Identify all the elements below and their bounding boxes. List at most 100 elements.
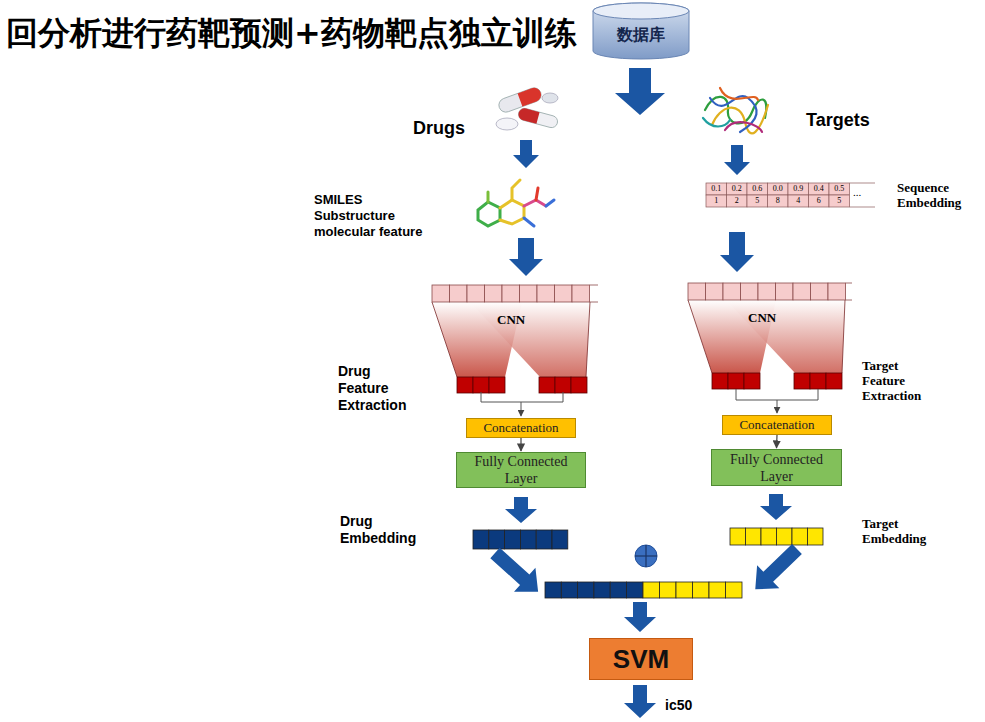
input-cell: [741, 283, 759, 300]
vector-cell: [643, 582, 660, 598]
block-arrow: [505, 497, 537, 523]
output-label: ic50: [665, 697, 692, 713]
sequence-cell: [768, 195, 789, 207]
node-label: 数据库: [617, 25, 665, 46]
database-cylinder: 数据库: [592, 2, 690, 60]
feature-cell: [555, 377, 571, 393]
vector-cell: [676, 582, 693, 598]
input-strip-edge: [590, 285, 599, 302]
sequence-value: 0.0: [768, 184, 789, 194]
target-cnn: [688, 283, 852, 413]
sequence-cell: [706, 183, 727, 195]
input-cell: [572, 285, 590, 302]
input-cell: [758, 283, 776, 300]
block-arrow: [624, 602, 656, 632]
vector-cell: [726, 582, 743, 598]
sequence-index: 8: [768, 196, 789, 206]
feature-cell: [473, 377, 489, 393]
sequence-value: 0.9: [788, 184, 809, 194]
pills-icon: [496, 86, 559, 130]
flow-connector: [776, 435, 778, 448]
vector-cell: [505, 530, 521, 549]
svm-box: SVM: [589, 638, 693, 680]
sequence-cell: [727, 183, 748, 195]
vector-cell: [520, 530, 536, 549]
sequence-label: Sequence Embedding: [897, 180, 981, 210]
vector-cell: [792, 528, 808, 545]
vector-cell: [808, 528, 824, 545]
drug-cnn: [432, 285, 598, 416]
block-arrow: [484, 541, 549, 604]
feature-cell: [794, 373, 810, 389]
sequence-value: 0.6: [747, 184, 768, 194]
sequence-index: 2: [727, 196, 748, 206]
concat-box: Concatenation: [722, 415, 832, 435]
fc-layer-box: Fully Connected Layer: [711, 449, 842, 486]
block-arrow: [744, 537, 808, 600]
input-cell: [776, 283, 794, 300]
sequence-value: 0.1: [706, 184, 727, 194]
node-text-group: Fully Connected Layer: [457, 453, 585, 487]
sequence-index: 6: [809, 196, 830, 206]
feature-cell: [539, 377, 555, 393]
targets-label: Targets: [806, 110, 870, 131]
block-arrow: [720, 232, 754, 272]
feature-cell: [712, 373, 728, 389]
node-text-group: Concatenation: [483, 420, 558, 436]
sequence-strip: [706, 183, 875, 207]
vector-cell: [489, 530, 505, 549]
vector-cell: [578, 582, 594, 598]
vector-cell: [473, 530, 489, 549]
vector-cell: [594, 582, 610, 598]
block-arrow: [509, 238, 543, 276]
node-text-group: SVM: [613, 644, 669, 675]
sequence-cell: [809, 183, 830, 195]
cnn-label: CNN: [748, 310, 776, 326]
ellipsis: ...: [853, 186, 861, 198]
vector-cell: [545, 582, 561, 598]
input-cell: [793, 283, 811, 300]
sequence-strip-edge: [850, 183, 876, 207]
sequence-cell: [788, 183, 809, 195]
block-arrows: [484, 68, 808, 718]
input-cell: [555, 285, 573, 302]
vector-cell: [536, 530, 552, 549]
embedding-label: Target Embedding: [862, 516, 942, 546]
embedding-label: Drug Embedding: [340, 513, 430, 547]
input-cell: [450, 285, 468, 302]
sequence-cell: [727, 195, 748, 207]
block-arrow: [624, 685, 656, 718]
vector-cell: [746, 528, 762, 545]
node-label: Concatenation: [739, 417, 814, 433]
feature-cell: [744, 373, 760, 389]
node-label: SVM: [613, 644, 669, 675]
node-text-group: Fully Connected Layer: [712, 451, 841, 485]
input-cell: [432, 285, 450, 302]
feature-extraction-label: Target Feature Extraction: [862, 358, 942, 403]
vector-cell: [761, 528, 777, 545]
sequence-index: 1: [706, 196, 727, 206]
block-arrow: [760, 494, 792, 520]
vector-cell: [777, 528, 793, 545]
node-label: Fully Connected Layer: [457, 453, 585, 487]
sequence-cell: [829, 183, 850, 195]
sequence-cell: [809, 195, 830, 207]
node-text-group: Concatenation: [739, 417, 814, 433]
sequence-cell: [768, 183, 789, 195]
cnn-label: CNN: [497, 312, 525, 328]
slide-title: 回分析进行药靶预测+药物靶点独立训练: [6, 12, 577, 56]
concat-operator: [635, 545, 657, 567]
sequence-index: 5: [829, 196, 850, 206]
input-cell: [485, 285, 503, 302]
feature-cell: [810, 373, 826, 389]
drugs-label: Drugs: [413, 118, 465, 139]
block-arrow: [513, 140, 539, 168]
input-cell: [467, 285, 485, 302]
vector-cell: [730, 528, 746, 545]
node-label: Concatenation: [483, 420, 558, 436]
sequence-cell: [747, 195, 768, 207]
sequence-cell: [747, 183, 768, 195]
